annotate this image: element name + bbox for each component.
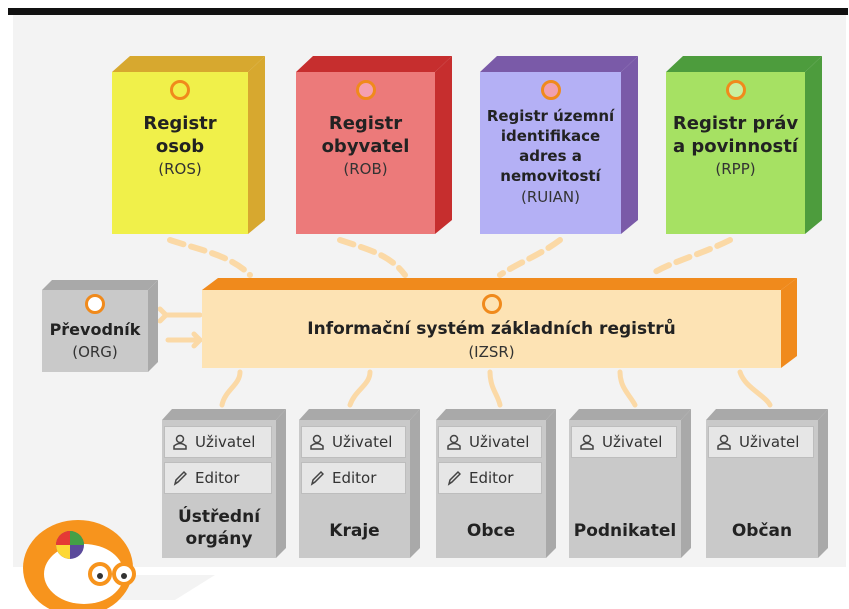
user-icon — [310, 434, 324, 450]
register-abbr: (RPP) — [715, 160, 756, 178]
register-abbr: (ROB) — [343, 160, 388, 178]
register-name-line4: nemovitostí — [500, 167, 601, 185]
user-icon — [173, 434, 187, 450]
top-border — [8, 8, 848, 15]
register-name-line2: a povinností — [672, 136, 799, 157]
consumer-label: Podnikatel — [569, 520, 681, 542]
user-role: Uživatel — [708, 426, 814, 458]
editor-label: Editor — [195, 469, 240, 487]
user-icon — [580, 434, 594, 450]
pencil-icon — [173, 470, 187, 486]
user-role: Uživatel — [301, 426, 406, 458]
register-ros: Registr osob (ROS) — [112, 72, 248, 234]
editor-role: Editor — [438, 462, 542, 494]
user-role: Uživatel — [571, 426, 677, 458]
consumer-label: Obce — [436, 520, 546, 542]
ring-icon — [725, 80, 746, 100]
consumer-label-line1: Ústřední — [177, 507, 261, 527]
editor-role: Editor — [301, 462, 406, 494]
pencil-icon — [310, 470, 324, 486]
consumer-label-line1: Kraje — [329, 521, 380, 541]
pencil-icon — [447, 470, 461, 486]
editor-label: Editor — [332, 469, 377, 487]
ring-icon — [355, 80, 376, 100]
register-abbr: (RUIAN) — [520, 188, 580, 206]
consumer-label: Ústřední orgány — [162, 506, 276, 550]
register-name-line2: osob — [155, 136, 205, 157]
consumer-label-line1: Obce — [466, 521, 516, 541]
user-label: Uživatel — [332, 433, 393, 451]
editor-label: Editor — [469, 469, 514, 487]
editor-role: Editor — [164, 462, 272, 494]
ring-icon — [540, 80, 561, 100]
converter-name: Převodník — [49, 320, 141, 339]
crosshair-icon — [85, 294, 105, 314]
register-name-line1: Registr práv — [672, 113, 799, 134]
register-ruian: Registr územní identifikace adres a nemo… — [480, 72, 621, 234]
user-role: Uživatel — [164, 426, 272, 458]
converter-abbr: (ORG) — [72, 343, 118, 361]
register-name-line1: Registr — [328, 113, 403, 134]
register-rpp: Registr práv a povinností (RPP) — [666, 72, 805, 234]
consumer-label-line1: Podnikatel — [573, 521, 677, 541]
ring-icon — [481, 294, 502, 314]
consumer-label-line1: Občan — [731, 521, 793, 541]
user-label: Uživatel — [602, 433, 663, 451]
izsr-box: Informační systém základních registrů (I… — [202, 290, 781, 368]
register-abbr: (ROS) — [158, 160, 202, 178]
izsr-abbr: (IZSR) — [468, 343, 515, 361]
register-name-line1: Registr — [143, 113, 217, 134]
izsr-name: Informační systém základních registrů — [307, 319, 676, 339]
register-name-line2: obyvatel — [321, 136, 410, 157]
ring-icon — [170, 80, 190, 100]
register-name-line1: Registr územní — [486, 107, 615, 125]
user-label: Uživatel — [195, 433, 256, 451]
register-name-line2: identifikace — [500, 127, 601, 145]
user-icon — [447, 434, 461, 450]
user-role: Uživatel — [438, 426, 542, 458]
consumer-label: Kraje — [299, 520, 410, 542]
user-label: Uživatel — [739, 433, 800, 451]
consumer-label: Občan — [706, 520, 818, 542]
consumer-label-line2: orgány — [185, 529, 253, 549]
user-label: Uživatel — [469, 433, 530, 451]
register-name-line3: adres a — [519, 147, 582, 165]
user-icon — [717, 434, 731, 450]
register-rob: Registr obyvatel (ROB) — [296, 72, 435, 234]
converter-box: Převodník (ORG) — [42, 290, 148, 372]
